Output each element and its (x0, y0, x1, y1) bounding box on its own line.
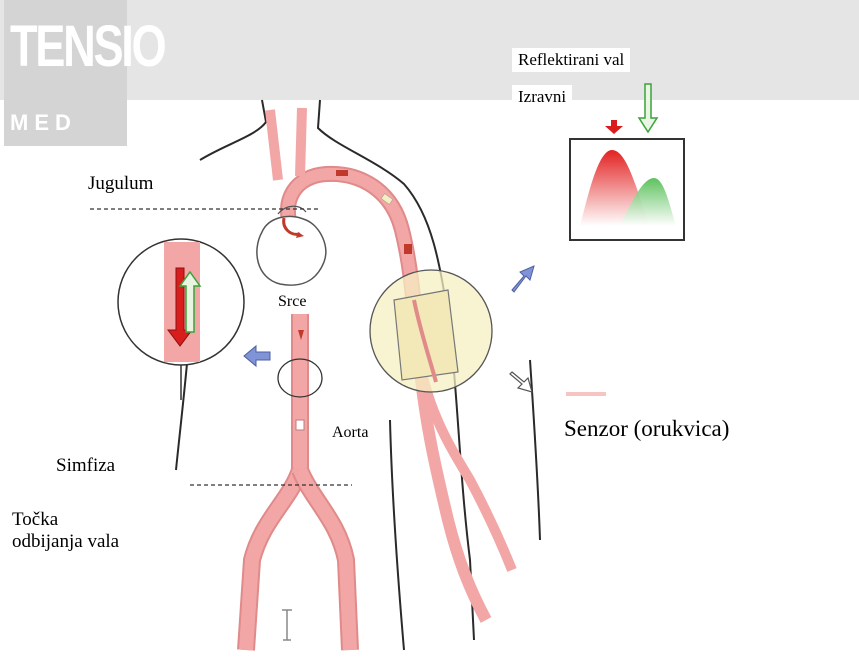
aorta-vessel (246, 108, 512, 650)
label-jugulum: Jugulum (84, 172, 157, 196)
arrow-down-icon (639, 84, 657, 132)
wave-marker (404, 244, 412, 254)
label-reflection-point-line2: odbijanja vala (12, 531, 164, 553)
label-symphysis: Simfiza (50, 452, 121, 480)
heart-outline (257, 206, 326, 285)
wave-marker (336, 170, 348, 176)
label-aorta: Aorta (322, 419, 378, 447)
pulse-wave-chart (570, 139, 684, 240)
label-sensor: Senzor (orukvica) (560, 414, 733, 444)
sensor-cuff (370, 270, 492, 392)
wave-marker (296, 420, 304, 430)
outline-arrow-icon (510, 372, 532, 392)
label-direct-wave: Izravni (512, 85, 572, 109)
faint-mark (566, 392, 606, 396)
pelvis-mark (282, 610, 292, 640)
blue-arrow (512, 266, 534, 292)
label-reflection-point-line1: Točka (12, 509, 164, 531)
label-reflected-wave: Reflektirani val (512, 48, 630, 72)
label-reflection-point: Točka odbijanja vala (6, 497, 170, 595)
arrow-down-icon (605, 120, 623, 134)
label-heart: Srce (268, 290, 316, 314)
vessel-magnifier (118, 239, 244, 400)
blue-arrow (244, 346, 270, 366)
